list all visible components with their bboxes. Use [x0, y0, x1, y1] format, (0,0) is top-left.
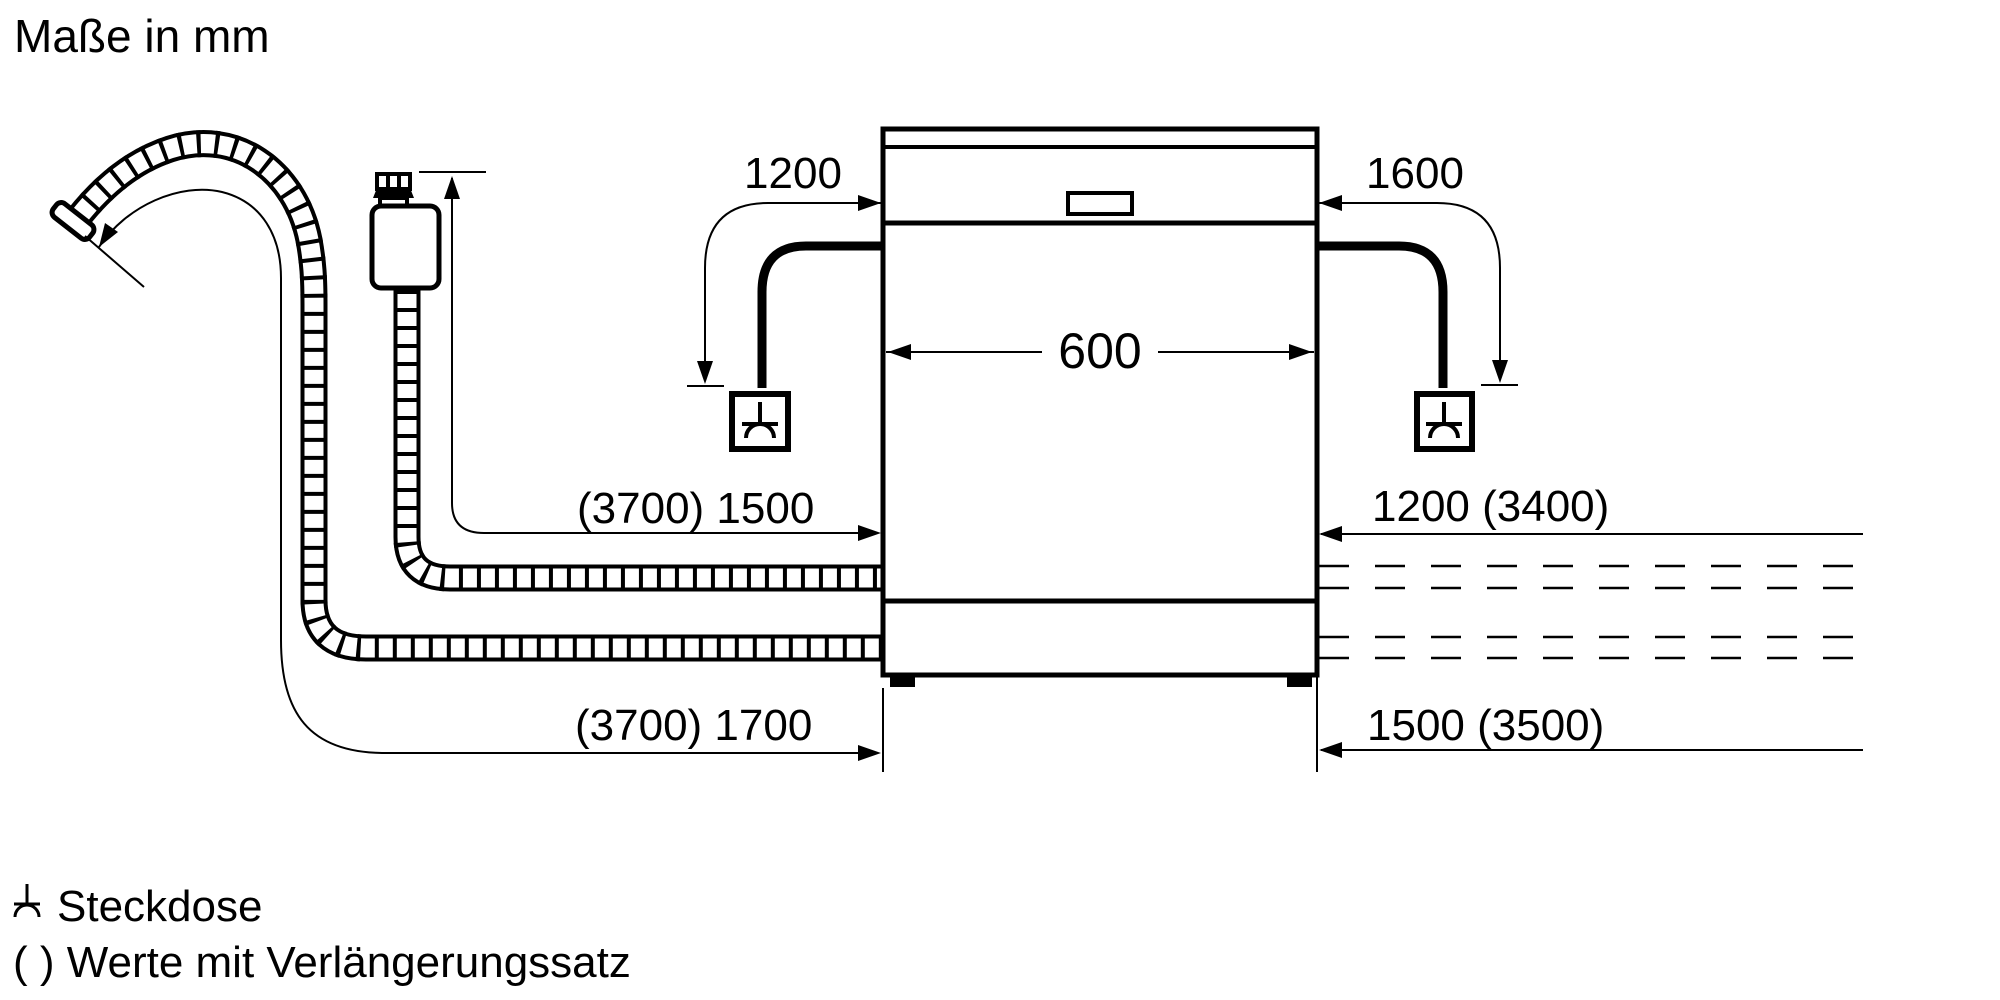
right-foot [1287, 675, 1312, 687]
power-cord-left [757, 241, 883, 388]
dimension-supply-right: 1200 (3400) [1319, 482, 1863, 542]
door-handle-icon [1066, 191, 1134, 216]
power-cord-right [1317, 241, 1448, 388]
dim-cord-right-label: 1600 [1366, 149, 1464, 198]
legend-socket-label: Steckdose [57, 882, 262, 931]
dim-supply-left-label: (3700) 1500 [577, 484, 814, 533]
steckdose-legend-icon [13, 884, 41, 918]
left-foot [890, 675, 915, 687]
dim-supply-right-label: 1200 (3400) [1372, 482, 1609, 531]
dishwasher [880, 126, 1320, 687]
legend-values-note: ( ) Werte mit Verlängerungssatz [13, 938, 631, 987]
alternative-hose-routing-dashed [1319, 564, 1863, 660]
drain-hose [49, 144, 883, 648]
drain-hose-end-cap-icon [49, 200, 97, 242]
legend: Steckdose ( ) Werte mit Verlängerungssat… [13, 882, 631, 987]
dimension-cord-right: 1600 [1319, 149, 1518, 386]
dimension-width: 600 [886, 323, 1314, 379]
dimension-cord-left: 1200 [687, 149, 881, 387]
dimension-drain-left: (3700) 1700 [84, 188, 881, 761]
aquastop-valve-icon [369, 172, 442, 291]
dimension-supply-left: (3700) 1500 [419, 171, 881, 541]
socket-left-icon [729, 391, 791, 452]
dishwasher-body [880, 126, 1320, 678]
dim-drain-right-label: 1500 (3500) [1367, 701, 1604, 750]
dimension-drain-right: 1500 (3500) [1319, 701, 1863, 758]
page-title: Maße in mm [14, 10, 270, 62]
supply-hose [407, 290, 883, 578]
socket-right-icon [1414, 391, 1475, 452]
dim-cord-left-label: 1200 [744, 149, 842, 198]
dim-drain-left-label: (3700) 1700 [575, 701, 812, 750]
dim-width-label: 600 [1058, 323, 1141, 379]
